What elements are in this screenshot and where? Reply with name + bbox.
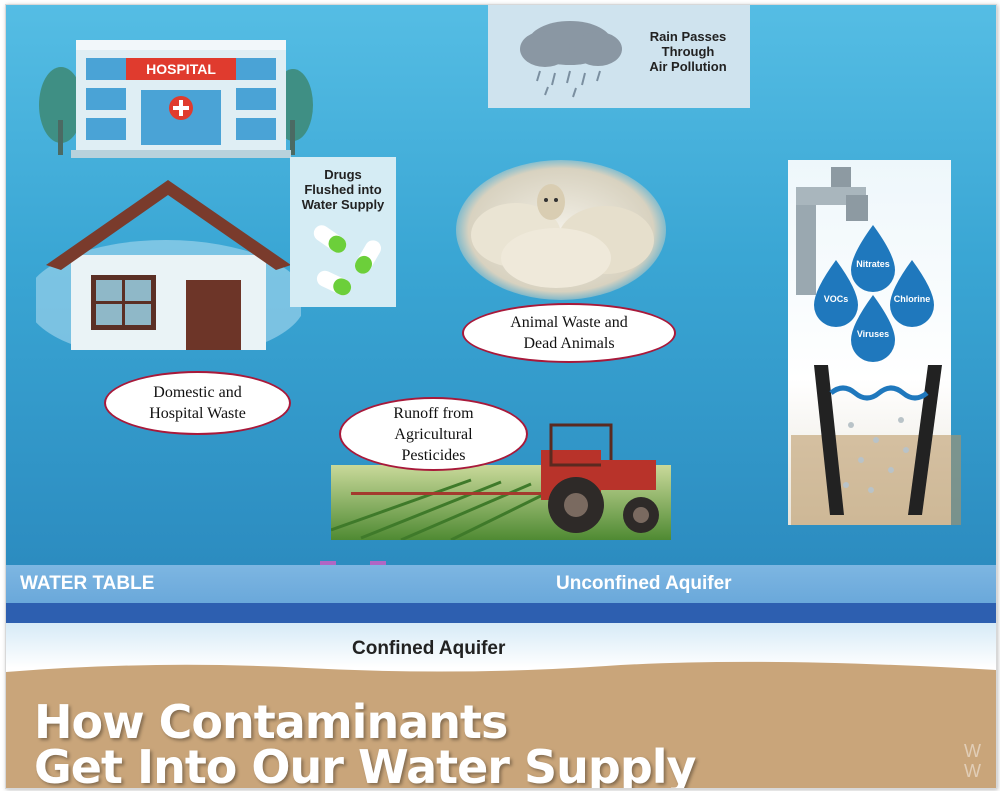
title-line-2: Get Into Our Water Supply	[34, 740, 696, 789]
deep-aquifer-band	[6, 603, 996, 623]
nitrates-drop-icon	[851, 225, 895, 292]
drugs-label: Drugs Flushed into Water Supply	[301, 167, 385, 212]
title-line-1: How Contaminants	[34, 695, 508, 749]
rain-panel: Rain Passes Through Air Pollution	[488, 5, 750, 108]
domestic-waste-label: Domestic and Hospital Waste	[104, 371, 291, 435]
drop-label-nitrates: Nitrates	[856, 259, 890, 269]
tap-well-illustration: Nitrates VOCs Chlorine Viruses	[791, 167, 961, 525]
drop-label-vocs: VOCs	[824, 294, 849, 304]
runoff-label: Runoff from Agricultural Pesticides	[339, 397, 528, 471]
hospital-illustration: HOSPITAL	[39, 40, 313, 158]
confined-aquifer-band	[6, 623, 996, 668]
vocs-drop-icon	[814, 260, 858, 327]
drugs-panel: Drugs Flushed into Water Supply	[290, 157, 396, 307]
rain-label: Rain Passes Through Air Pollution	[649, 29, 727, 74]
chlorine-drop-icon	[890, 260, 934, 327]
confined-aquifer-label: Confined Aquifer	[352, 638, 506, 659]
tractor-field-illustration	[331, 423, 671, 540]
water-table-label: WATER TABLE	[20, 573, 155, 594]
pills-icon	[313, 225, 381, 296]
contaminant-drops: Nitrates VOCs Chlorine Viruses	[814, 225, 934, 362]
viruses-drop-icon	[851, 295, 895, 362]
unconfined-aquifer-band	[6, 565, 996, 603]
soil-background	[6, 661, 996, 788]
watermark-text: W W	[964, 741, 981, 781]
drop-label-chlorine: Chlorine	[894, 294, 931, 304]
unconfined-aquifer-label: Unconfined Aquifer	[556, 573, 732, 594]
house-illustration	[36, 180, 301, 350]
animal-waste-label: Animal Waste and Dead Animals	[462, 303, 676, 363]
rain-cloud-icon	[520, 21, 622, 98]
hospital-sign-text: HOSPITAL	[146, 61, 216, 77]
sheep-illustration	[456, 160, 666, 300]
drop-label-viruses: Viruses	[857, 329, 889, 339]
contamination-diagram: HOSPITAL Rain Passes Through Air Polluti…	[5, 4, 997, 789]
